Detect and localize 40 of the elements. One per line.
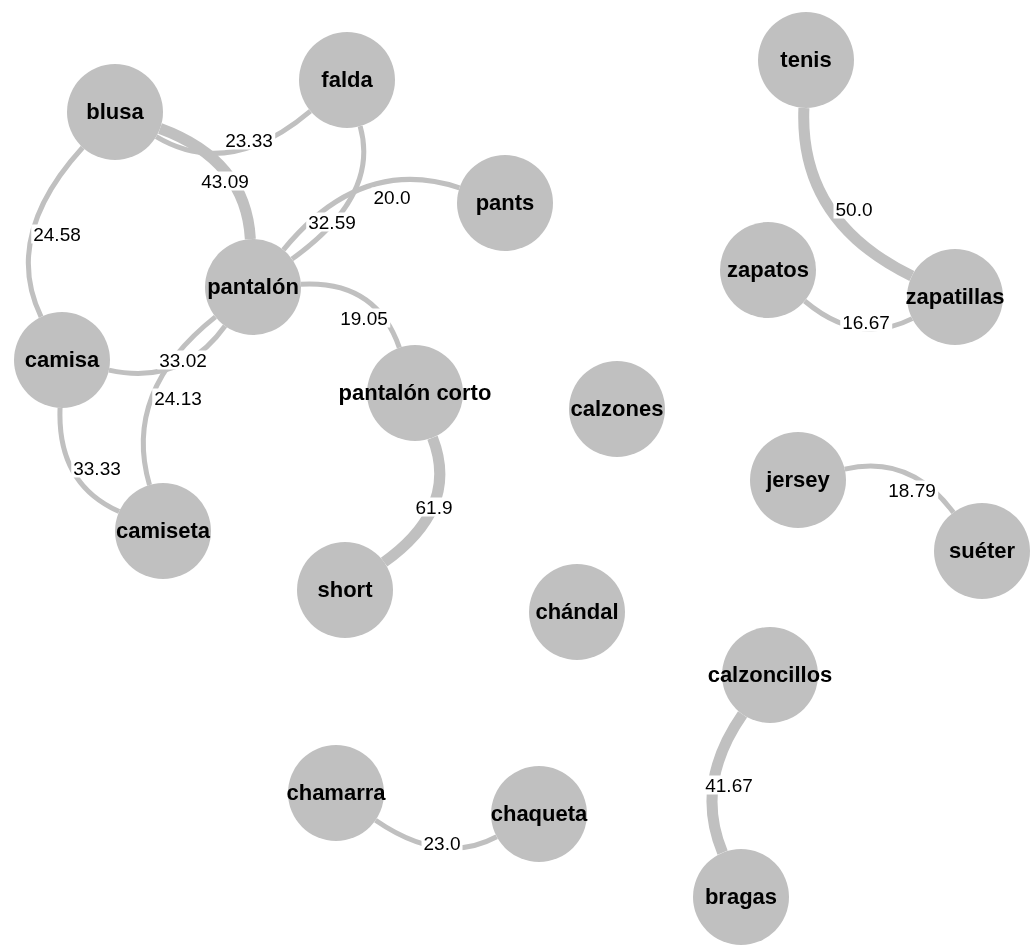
node-label: calzones (570, 398, 664, 420)
node-label: pantalón corto (338, 382, 492, 404)
node-label: chaqueta (490, 803, 588, 825)
node-label: tenis (780, 49, 832, 71)
node-label: short (317, 579, 373, 601)
connector-line (300, 281, 402, 349)
edge-label: 33.33 (71, 458, 123, 478)
node-label: jersey (766, 469, 830, 491)
edge-label: 19.05 (338, 308, 390, 328)
node-label: camisa (24, 349, 100, 371)
edge-label: 43.09 (199, 171, 251, 191)
connector-line (844, 463, 956, 514)
edge-label: 32.59 (306, 212, 358, 232)
node-label: falda (321, 69, 373, 91)
connector-line (140, 314, 218, 486)
node-label: chándal (535, 601, 619, 623)
connector-line (290, 125, 367, 262)
connector-line (281, 176, 461, 252)
connector-line (57, 407, 121, 514)
node-label: suéter (949, 540, 1015, 562)
edge-label: 23.33 (223, 130, 275, 150)
connector-line (25, 145, 85, 318)
node-label: pantalón (207, 276, 299, 298)
edge-label: 61.9 (413, 497, 455, 517)
connector-line (706, 711, 748, 855)
node-label: zapatos (727, 259, 809, 281)
connector-line (380, 435, 446, 567)
node-label: camiseta (115, 520, 211, 542)
node-label: calzoncillos (707, 664, 833, 686)
connector-line (158, 123, 256, 240)
edge-label: 33.02 (157, 350, 209, 370)
node-label: chamarra (286, 782, 386, 804)
edge-label: 18.79 (886, 480, 938, 500)
edge-label: 24.13 (152, 388, 204, 408)
edge-label: 41.67 (703, 775, 755, 795)
node-label: blusa (86, 101, 144, 123)
node-label: pants (475, 192, 535, 214)
node-label: bragas (704, 886, 778, 908)
edge-label: 24.58 (31, 224, 83, 244)
node-label: zapatillas (905, 286, 1005, 308)
